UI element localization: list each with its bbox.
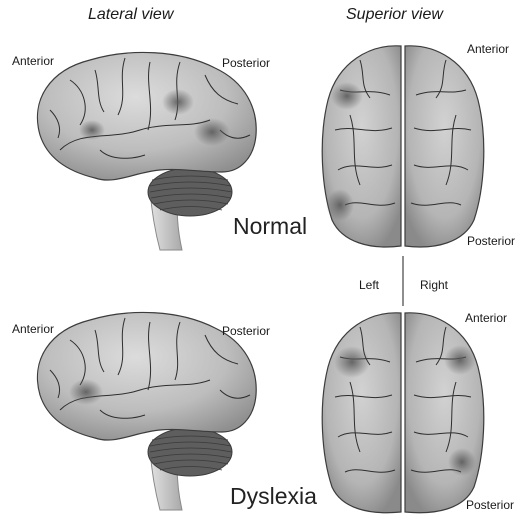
dyslexia-lateral-anterior-label: Anterior xyxy=(12,322,54,336)
normal-superior-anterior-label: Anterior xyxy=(467,42,509,56)
activation-spot xyxy=(444,345,476,375)
dyslexia-lateral-posterior-label: Posterior xyxy=(222,324,270,338)
cerebellum xyxy=(148,168,232,216)
cerebellum xyxy=(148,428,232,476)
activation-spot xyxy=(162,89,194,115)
left-hemisphere xyxy=(322,313,401,513)
dyslexia-superior-posterior-label: Posterior xyxy=(466,498,514,512)
superior-view-title: Superior view xyxy=(346,6,443,24)
dyslexia-superior-brain xyxy=(322,313,484,513)
dyslexia-condition-label: Dyslexia xyxy=(230,483,317,510)
activation-spot xyxy=(79,120,105,140)
dyslexia-superior-anterior-label: Anterior xyxy=(465,311,507,325)
normal-lateral-brain xyxy=(37,52,256,250)
dyslexia-lateral-brain xyxy=(37,312,256,510)
lateral-view-title: Lateral view xyxy=(88,6,173,24)
normal-condition-label: Normal xyxy=(233,213,307,240)
right-label: Right xyxy=(420,278,448,292)
normal-superior-posterior-label: Posterior xyxy=(467,234,515,248)
activation-spot xyxy=(326,189,354,221)
normal-lateral-anterior-label: Anterior xyxy=(12,54,54,68)
normal-superior-brain xyxy=(322,46,484,247)
right-hemisphere xyxy=(405,313,484,513)
cerebrum xyxy=(37,52,256,180)
right-hemisphere xyxy=(405,46,484,247)
activation-spot xyxy=(69,379,103,405)
activation-spot xyxy=(334,346,370,378)
activation-spot xyxy=(194,118,230,146)
normal-lateral-posterior-label: Posterior xyxy=(222,56,270,70)
activation-spot xyxy=(331,82,363,110)
activation-spot xyxy=(448,448,476,476)
left-label: Left xyxy=(359,278,379,292)
